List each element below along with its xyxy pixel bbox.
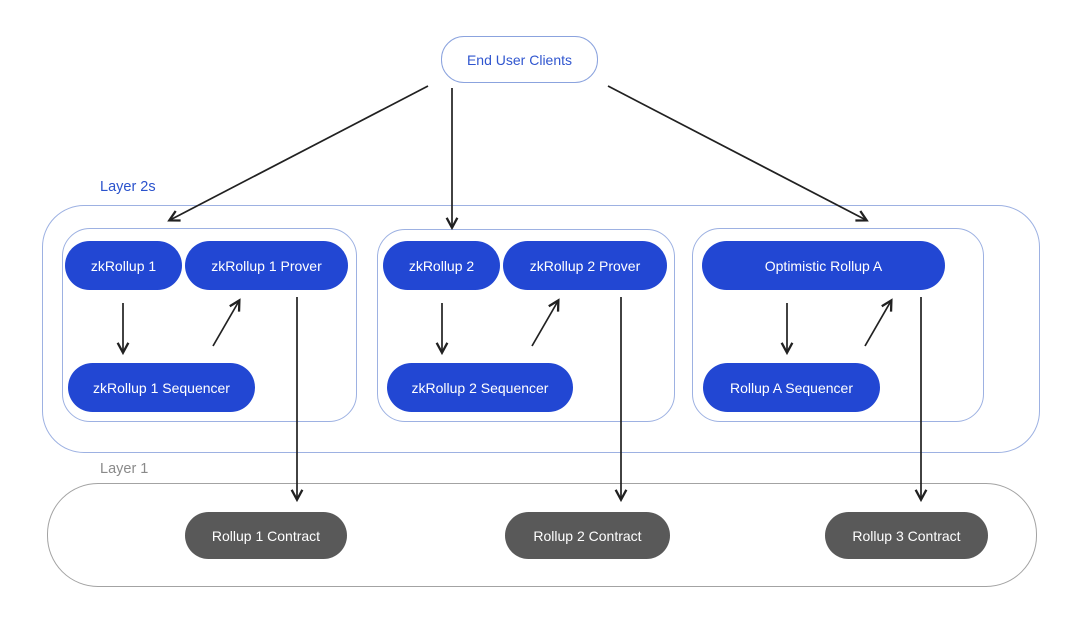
layer1-label: Layer 1	[100, 461, 149, 477]
zkrollup1-group-container	[62, 228, 357, 422]
arrow-clients-to-optimistic-rollup	[607, 85, 869, 222]
zkrollup2-group-container	[377, 229, 675, 422]
node-end-user-clients: End User Clients	[441, 36, 598, 83]
node-rollup1-contract: Rollup 1 Contract	[185, 512, 347, 559]
layer2s-label: Layer 2s	[100, 179, 156, 195]
node-zkrollup1-prover: zkRollup 1 Prover	[185, 241, 348, 290]
arrow-clients-to-zkrollup1	[167, 85, 429, 222]
node-rollup3-contract: Rollup 3 Contract	[825, 512, 988, 559]
node-zkrollup1: zkRollup 1	[65, 241, 182, 290]
optimistic-rollup-group-container	[692, 228, 984, 422]
node-rollup2-contract: Rollup 2 Contract	[505, 512, 670, 559]
node-zkrollup2: zkRollup 2	[383, 241, 500, 290]
node-optimistic-rollup-a: Optimistic Rollup A	[702, 241, 945, 290]
layer1-container	[47, 483, 1037, 587]
node-zkrollup2-prover: zkRollup 2 Prover	[503, 241, 667, 290]
node-rollup-a-sequencer: Rollup A Sequencer	[703, 363, 880, 412]
node-zkrollup2-sequencer: zkRollup 2 Sequencer	[387, 363, 573, 412]
layer2s-container	[42, 205, 1040, 453]
node-zkrollup1-sequencer: zkRollup 1 Sequencer	[68, 363, 255, 412]
